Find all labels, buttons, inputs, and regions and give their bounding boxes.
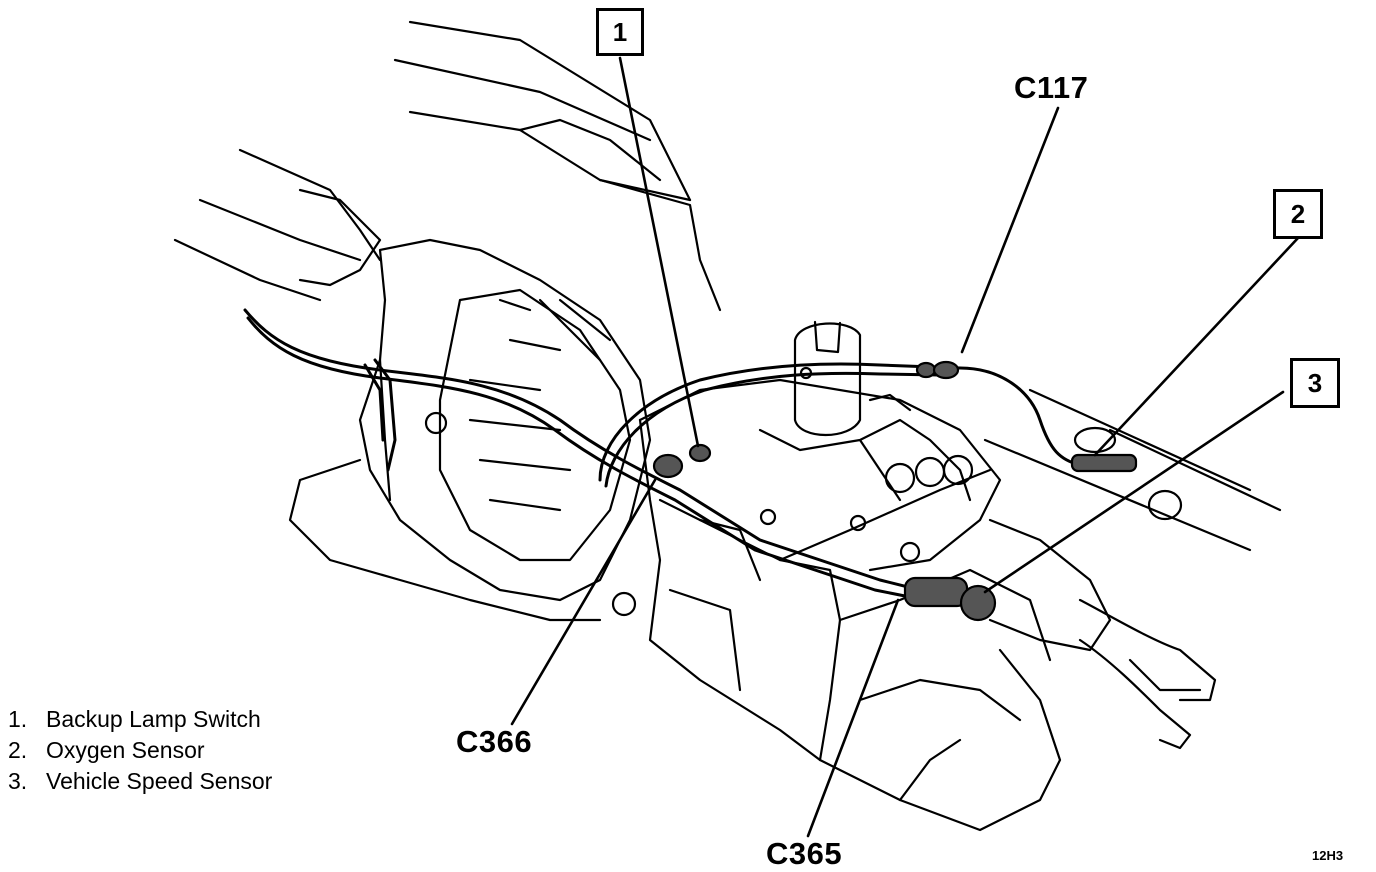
- connector-bodies: [652, 360, 1138, 622]
- transmission-case: [611, 378, 1062, 832]
- legend-item: 1. Backup Lamp Switch: [8, 704, 272, 735]
- legend-number: 3.: [8, 768, 28, 794]
- callout-2-oxygen-sensor: 2: [1273, 189, 1323, 239]
- callout-3-vehicle-speed-sensor: 3: [1290, 358, 1340, 408]
- floor-pan-lines: [173, 20, 722, 312]
- bellhousing: [288, 238, 652, 622]
- parts-legend: 1. Backup Lamp Switch 2. Oxygen Sensor 3. V…: [8, 704, 272, 797]
- leader-lines: [510, 56, 1300, 838]
- legend-label: Backup Lamp Switch: [46, 706, 261, 732]
- exhaust-pipe: [983, 388, 1282, 552]
- connector-label-c366: C366: [456, 724, 533, 759]
- shifter-tower: [758, 320, 974, 502]
- connector-label-c117: C117: [1014, 70, 1089, 105]
- legend-number: 1.: [8, 706, 28, 732]
- connector-label-c365: C365: [766, 836, 843, 871]
- figure-code: 12H3: [1312, 848, 1344, 863]
- legend-label: Vehicle Speed Sensor: [46, 768, 273, 794]
- wiring-harness: [243, 308, 1082, 600]
- legend-label: Oxygen Sensor: [46, 737, 205, 763]
- legend-item: 3. Vehicle Speed Sensor: [8, 766, 272, 797]
- legend-item: 2. Oxygen Sensor: [8, 735, 272, 766]
- legend-number: 2.: [8, 737, 28, 763]
- tail-shaft: [988, 518, 1217, 750]
- callout-1-backup-lamp-switch: 1: [596, 8, 644, 56]
